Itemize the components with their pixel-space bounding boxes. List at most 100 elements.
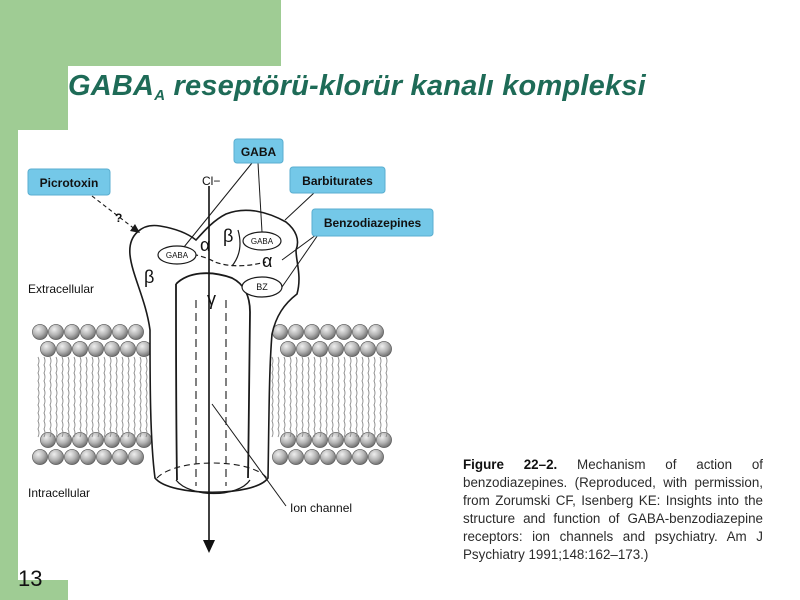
lipid-head <box>104 341 120 357</box>
lipid-head <box>344 432 360 448</box>
receptor-bottom-rim <box>156 462 268 479</box>
decorative-green-tab <box>0 0 281 66</box>
lipid-tail <box>379 356 382 438</box>
lipid-tail <box>133 356 136 438</box>
slide-title-main: GABA <box>68 70 155 102</box>
lipid-tail <box>91 356 94 438</box>
gaba-site-left-label: GABA <box>166 251 189 260</box>
lipid-head <box>352 449 368 465</box>
slide-title-subscript: A <box>154 87 166 104</box>
gaba-leader-right <box>257 162 263 233</box>
lipid-tail <box>283 356 286 438</box>
lipid-tail <box>301 356 304 438</box>
lipid-tail <box>139 356 142 438</box>
lipid-head <box>120 341 136 357</box>
gaba-site-right-label: GABA <box>251 237 274 246</box>
benzodiazepines-leader-b <box>281 231 321 288</box>
chloride-flow-arrowhead <box>203 540 215 553</box>
lipid-head <box>336 449 352 465</box>
lipid-head <box>56 341 72 357</box>
lipid-head <box>368 449 384 465</box>
chloride-ion-label: Cl− <box>202 174 220 188</box>
lipid-head <box>32 449 48 465</box>
lipid-tail <box>55 356 58 438</box>
lipid-head <box>304 324 320 340</box>
lipid-head <box>296 341 312 357</box>
ion-channel-label: Ion channel <box>290 501 352 515</box>
beta-subunit-left-label: β <box>144 267 154 287</box>
slide-number: 13 <box>18 566 43 591</box>
lipid-head <box>88 341 104 357</box>
lipid-head <box>40 341 56 357</box>
picrotoxin-arrowhead <box>130 224 140 233</box>
barbiturates-callout <box>289 166 386 194</box>
lipid-head <box>120 432 136 448</box>
lipid-head <box>128 449 144 465</box>
lipid-tail <box>367 356 370 438</box>
lipid-head <box>312 341 328 357</box>
receptor-gamma-subunit <box>175 272 251 479</box>
picrotoxin-callout <box>27 168 111 196</box>
lipid-head <box>64 324 80 340</box>
lipid-head <box>96 449 112 465</box>
lipid-tail <box>115 356 118 438</box>
benzodiazepines-leader-a <box>281 231 321 261</box>
picrotoxin-callout-label: Picrotoxin <box>40 176 99 190</box>
picrotoxin-leader <box>91 195 137 231</box>
intracellular-label: Intracellular <box>28 486 90 500</box>
lipid-tail <box>37 356 40 438</box>
receptor-outer-body <box>129 209 300 494</box>
lipid-tail <box>67 356 70 438</box>
gaba-leader-left <box>183 162 253 248</box>
lipid-head <box>288 324 304 340</box>
barbiturates-leader <box>284 191 316 221</box>
lipid-head <box>72 432 88 448</box>
lipid-head <box>48 449 64 465</box>
lipid-head <box>64 449 80 465</box>
gaba-binding-site-left <box>157 245 197 265</box>
lipid-head <box>360 432 376 448</box>
lipid-head <box>352 324 368 340</box>
callout-boxes <box>27 138 434 237</box>
lipid-tail <box>271 356 274 438</box>
lipid-head <box>320 324 336 340</box>
lipid-head <box>280 341 296 357</box>
gamma-subunit-label: γ <box>207 289 216 309</box>
slide-title: GABAA reseptörü-klorür kanalı kompleksi <box>68 70 646 104</box>
lipid-head <box>104 432 120 448</box>
lipid-head <box>376 432 392 448</box>
lipid-head <box>288 449 304 465</box>
lipid-tail <box>331 356 334 438</box>
lipid-tail <box>145 356 148 438</box>
lipid-head <box>48 324 64 340</box>
lipid-tail <box>307 356 310 438</box>
lipid-head <box>80 324 96 340</box>
lipid-head <box>32 324 48 340</box>
lipid-tail <box>127 356 130 438</box>
figure-caption-text: Mechanism of action of benzodiazepines. … <box>463 457 763 562</box>
lipid-tail <box>349 356 352 438</box>
lipid-bilayer <box>32 324 392 465</box>
lipid-head <box>312 432 328 448</box>
lipid-head <box>368 324 384 340</box>
lipid-tail <box>61 356 64 438</box>
picrotoxin-question-mark: ? <box>115 211 122 225</box>
lipid-head <box>296 432 312 448</box>
lipid-head <box>320 449 336 465</box>
callout-leader-lines <box>91 162 321 507</box>
lipid-tail <box>385 356 388 438</box>
figure-caption-label: Figure 22–2. <box>463 457 558 472</box>
ion-channel-leader <box>211 403 287 507</box>
lipid-head <box>272 449 288 465</box>
gaba-callout <box>233 138 284 164</box>
lipid-head <box>88 432 104 448</box>
lipid-head <box>376 341 392 357</box>
lipid-tail <box>277 356 280 438</box>
lipid-tail <box>295 356 298 438</box>
lipid-tail <box>79 356 82 438</box>
lipid-head <box>304 449 320 465</box>
lipid-head <box>112 324 128 340</box>
lipid-tail <box>313 356 316 438</box>
lipid-head <box>328 432 344 448</box>
